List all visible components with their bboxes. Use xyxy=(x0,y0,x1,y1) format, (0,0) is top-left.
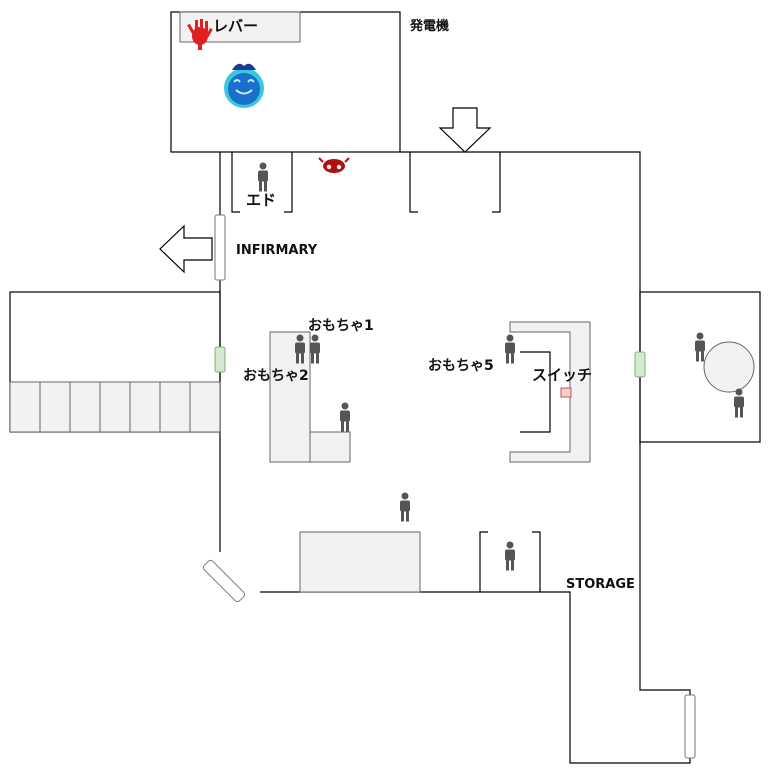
infirmary-label: INFIRMARY xyxy=(236,243,318,258)
arrow-down-icon xyxy=(438,107,492,153)
switch-box xyxy=(560,387,572,398)
diagonal-door xyxy=(202,559,246,603)
red-hand-icon xyxy=(187,19,213,50)
person-icon-right-2 xyxy=(734,388,744,418)
right-room-door xyxy=(634,351,646,378)
infirmary-door xyxy=(214,214,226,281)
lever-label: レバー xyxy=(213,17,258,35)
bottom-table xyxy=(299,531,421,593)
person-icon-hall xyxy=(400,492,410,522)
toy1-label: おもちゃ1 xyxy=(308,318,374,334)
person-icon-toy2 xyxy=(295,334,305,364)
toy2-label: おもちゃ2 xyxy=(243,368,309,384)
toy5-label: おもちゃ5 xyxy=(428,358,494,374)
generator-label: 発電機 xyxy=(409,18,449,34)
person-icon-counter xyxy=(340,402,350,432)
left-wing-door xyxy=(214,346,226,373)
person-icon-toy1 xyxy=(310,334,320,364)
person-icon-toy5 xyxy=(505,334,515,364)
switch-label: スイッチ xyxy=(532,366,592,384)
storage-door xyxy=(684,694,696,759)
person-icon-alcove xyxy=(505,541,515,571)
u-shaped-counter xyxy=(509,321,591,463)
blue-ghost-icon xyxy=(224,63,264,108)
l-shaped-counter xyxy=(269,331,351,463)
person-icon-ed xyxy=(258,162,268,192)
ed-label: エド xyxy=(246,191,276,209)
person-icon-right-1 xyxy=(695,332,705,362)
storage-label: STORAGE xyxy=(566,577,635,592)
arrow-left-icon xyxy=(159,224,213,274)
round-table xyxy=(703,341,755,393)
left-wing xyxy=(9,291,221,433)
red-creature-icon xyxy=(318,157,350,173)
